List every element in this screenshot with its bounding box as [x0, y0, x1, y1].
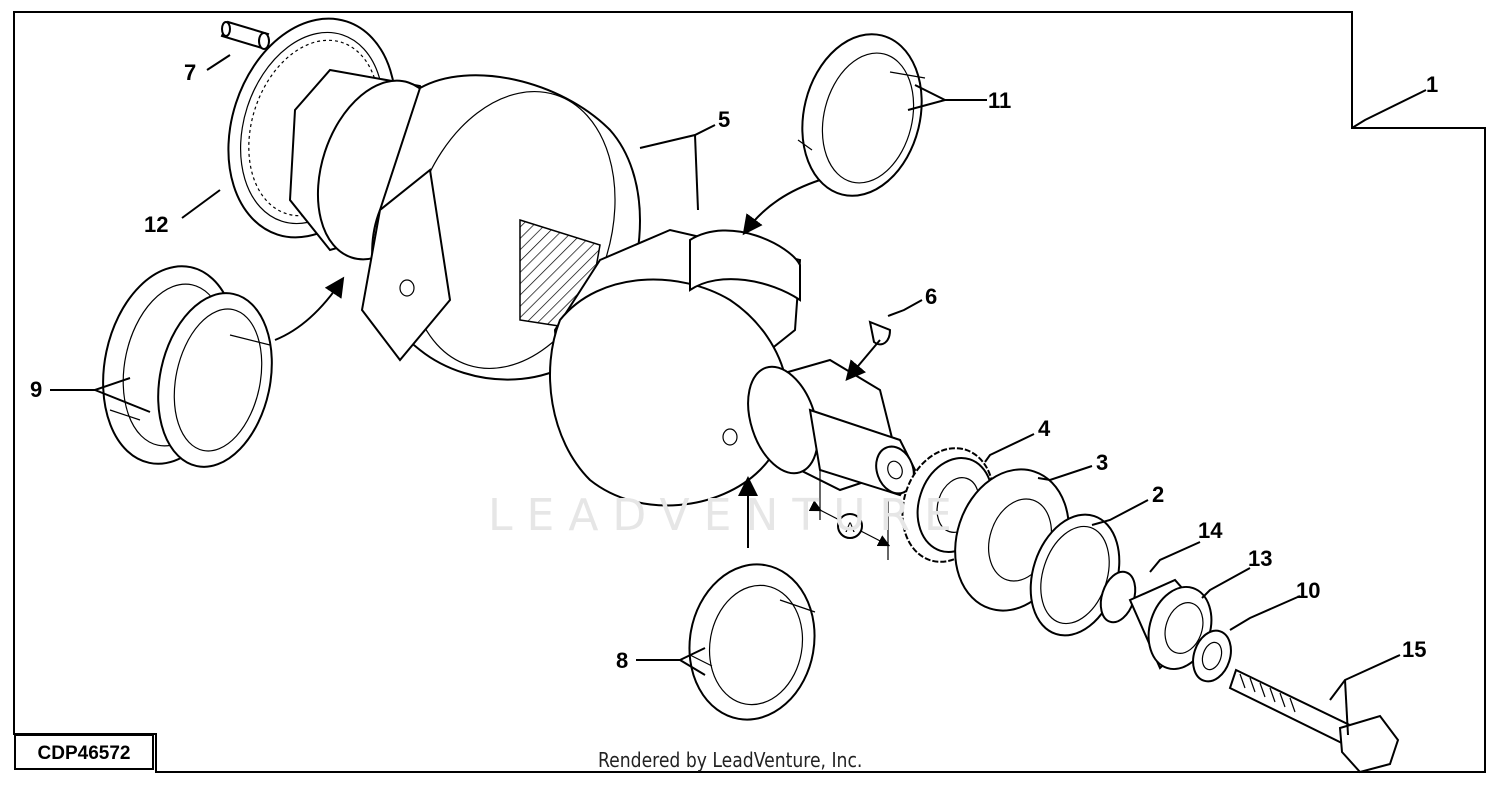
part-upper-bearing-shell	[797, 33, 926, 197]
arrow-bearing-9	[274, 276, 345, 341]
watermark: LEADVENTURE	[488, 490, 966, 541]
callout-2: 2	[1152, 482, 1164, 507]
callout-9: 9	[30, 377, 42, 402]
callout-8: 8	[616, 648, 628, 673]
part-washer	[1192, 629, 1232, 683]
callout-13: 13	[1248, 546, 1272, 571]
render-credit: Rendered by LeadVenture, Inc.	[598, 748, 863, 772]
part-woodruff-key	[845, 320, 892, 382]
part-main-bearing-set	[102, 265, 273, 468]
dimension-a-label: A	[845, 519, 855, 535]
callout-14: 14	[1198, 518, 1223, 543]
part-crankshaft	[288, 68, 917, 507]
callout-6: 6	[925, 284, 937, 309]
callout-10: 10	[1296, 578, 1320, 603]
callout-5: 5	[718, 107, 730, 132]
arrow-bearing-11	[742, 179, 821, 236]
leader-lines	[50, 54, 1427, 736]
callout-4: 4	[1038, 416, 1051, 441]
callout-11: 11	[988, 88, 1011, 113]
callout-7: 7	[184, 60, 196, 85]
part-pin	[220, 20, 270, 50]
part-bolt	[1228, 668, 1400, 774]
callout-15: 15	[1402, 637, 1426, 662]
part-lower-bearing-shell	[688, 563, 816, 721]
callout-12: 12	[144, 212, 168, 237]
dimension-a: A	[808, 470, 891, 560]
callout-3: 3	[1096, 450, 1108, 475]
figure-id-label: CDP46572	[14, 734, 154, 770]
callout-1: 1	[1426, 72, 1438, 97]
